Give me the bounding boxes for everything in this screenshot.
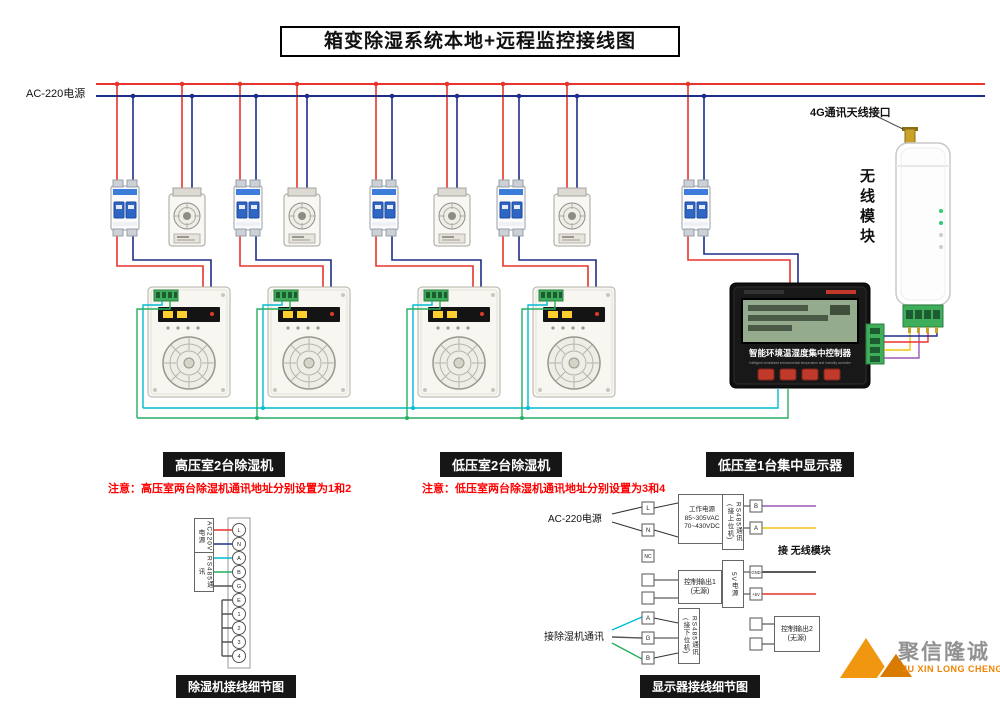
logo-text-cn: 聚信隆诚 [898, 641, 990, 664]
svg-text:L: L [237, 528, 240, 534]
control-output2-box: 控制输出2 (无源) [774, 616, 820, 652]
detail-right-colored-wires [611, 505, 816, 660]
rs485-downstream-box: RS485通讯 (接下位机) [678, 608, 700, 664]
control-output1-box: 控制输出1 (无源) [678, 570, 722, 604]
antenna-port-label: 4G通讯天线接口 [810, 107, 891, 119]
antenna-connector [902, 127, 918, 145]
work-power-box: 工作电源 85~305VAC 70~430VDC [678, 494, 726, 544]
dehumidifier-comm-label: 接除湿机通讯 [544, 632, 604, 643]
dehumidifier-2 [267, 286, 351, 398]
rs485-upstream-box: RS485通讯 (接上位机) [722, 494, 744, 550]
dehumidifier-1 [147, 286, 231, 398]
svg-text:NC: NC [644, 554, 652, 560]
svg-text:2: 2 [237, 626, 240, 632]
svg-text:1: 1 [237, 612, 240, 618]
svg-text:B: B [646, 656, 650, 662]
circuit-breaker-5 [681, 179, 711, 237]
dehumidifier-4 [532, 286, 616, 398]
comm-wires [136, 301, 789, 419]
page-title: 箱变除湿系统本地+远程监控接线图 [280, 26, 680, 57]
svg-text:B: B [754, 504, 758, 510]
note-low-voltage: 注意：低压室两台除湿机通讯地址分别设置为3和4 [422, 483, 666, 495]
module-link-label: 接 无线模块 [778, 546, 831, 557]
detail-right-terminal-labels: L N NC A G B B A GND +5V [644, 504, 760, 662]
central-display-controller: 智能环境温湿度集中控制器 Intelligent centralized env… [729, 282, 885, 389]
wireless-4g-module [895, 127, 951, 333]
detail-right-ac-label: AC-220电源 [548, 514, 602, 525]
controller-name-cn: 智能环境温湿度集中控制器 [748, 348, 852, 358]
svg-text:G: G [646, 636, 651, 642]
detail-left-terminal-strip: L N A B G E 1 2 3 4 [214, 517, 251, 669]
ac-power-label: AC-220电源 [24, 85, 88, 101]
temp-controller-1 [168, 187, 206, 247]
detail-left-comm-box: RS485通讯 [194, 552, 214, 592]
svg-text:A: A [237, 556, 241, 562]
power-5v-box: 5V电源 [722, 560, 744, 608]
power-neutral-wires [96, 95, 985, 287]
circuit-breaker-3 [369, 179, 399, 237]
section-label-display: 低压室1台集中显示器 [706, 452, 855, 477]
detail-left-terminal-labels: L N A B G E 1 2 3 4 [237, 528, 241, 660]
module-terminal-block [902, 304, 944, 333]
section-label-high-voltage: 高压室2台除湿机 [163, 452, 286, 477]
temp-controller-3 [433, 187, 471, 247]
detail-left-caption: 除湿机接线细节图 [176, 675, 297, 698]
antenna-pointer-line [875, 115, 904, 130]
svg-text:4: 4 [237, 654, 240, 660]
svg-text:+5V: +5V [752, 592, 760, 597]
svg-text:A: A [754, 526, 758, 532]
logo-text-en: JU XIN LONG CHENG [902, 664, 1000, 674]
svg-text:GND: GND [751, 570, 760, 575]
detail-right-lines [611, 502, 774, 659]
power-live-wires [96, 83, 985, 287]
circuit-breaker-2 [233, 179, 263, 237]
svg-text:E: E [237, 598, 241, 604]
detail-left-power-box: AC220V电源 [194, 518, 214, 554]
detail-right-diagram: L N NC A G B B A GND +5V [611, 499, 816, 665]
circuit-breaker-1 [110, 179, 140, 237]
svg-text:3: 3 [237, 640, 240, 646]
svg-text:N: N [237, 542, 241, 548]
controller-terminal-block [865, 323, 885, 365]
module-wires [884, 333, 938, 359]
svg-text:B: B [237, 570, 241, 576]
detail-left-wires [214, 529, 232, 657]
detail-right-caption: 显示器接线细节图 [640, 675, 761, 698]
svg-text:L: L [646, 506, 650, 512]
svg-text:N: N [646, 528, 650, 534]
section-label-low-voltage: 低压室2台除湿机 [440, 452, 563, 477]
svg-text:G: G [237, 584, 241, 590]
wireless-module-label: 无线模块 [858, 168, 875, 248]
note-high-voltage: 注意：高压室两台除湿机通讯地址分别设置为1和2 [108, 483, 352, 495]
detail-right-terminals [641, 499, 763, 665]
svg-text:A: A [646, 616, 650, 622]
circuit-breaker-4 [496, 179, 526, 237]
temp-controller-4 [553, 187, 591, 247]
controller-name-en: Intelligent centralized environmental te… [749, 361, 852, 365]
junction-dots [114, 81, 707, 420]
logo-mountain-icon [840, 638, 916, 679]
dehumidifier-3 [417, 286, 501, 398]
temp-controller-2 [283, 187, 321, 247]
